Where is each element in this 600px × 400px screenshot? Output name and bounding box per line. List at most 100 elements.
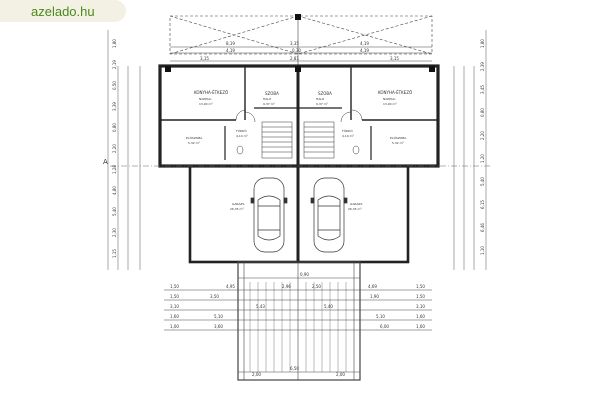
watermark-text: azelado.hu bbox=[31, 3, 95, 19]
dimension-text: 2,20 bbox=[112, 144, 117, 153]
dimension-text: 5,10 bbox=[376, 314, 385, 319]
stair-left bbox=[261, 121, 293, 159]
room-area: 4,10 m² bbox=[342, 134, 355, 138]
dimension-text: 4,80 bbox=[112, 186, 117, 195]
dimension-text: 2,00 bbox=[252, 372, 261, 377]
dimension-text: 4,19 bbox=[226, 48, 235, 53]
dimension-text: 4,19 bbox=[360, 41, 369, 46]
dimension-text: 1,50 bbox=[416, 294, 425, 299]
room-sub: NAPPALI bbox=[199, 97, 211, 101]
dimension-text: 6,15 bbox=[480, 200, 485, 209]
dimension-text: 5,40 bbox=[112, 207, 117, 216]
room-name: FÜRDŐ bbox=[342, 128, 353, 133]
bottom-dimension-lines bbox=[164, 289, 432, 373]
room-name: KONYHA-ÉTKEZŐ bbox=[194, 90, 228, 95]
dimension-text: 5,43 bbox=[256, 304, 265, 309]
dimension-text: 1,00 bbox=[170, 324, 179, 329]
dimension-text: 3,10 bbox=[416, 304, 425, 309]
dimension-text: 1,60 bbox=[170, 314, 179, 319]
column-marker bbox=[165, 66, 171, 72]
dimension-text: 0,80 bbox=[480, 108, 485, 117]
room-area: 5,32 m² bbox=[392, 141, 405, 145]
dimension-text: 4,69 bbox=[368, 284, 377, 289]
dimension-text: 4,95 bbox=[226, 284, 235, 289]
dimension-text: 8,19 bbox=[226, 41, 235, 46]
terrace-cross-line bbox=[169, 15, 299, 55]
room-name: ELŐSZOBA bbox=[390, 135, 407, 140]
dimension-text: 2,30 bbox=[112, 228, 117, 237]
dimension-text: 3,35 bbox=[290, 41, 299, 46]
dimension-text: 1,50 bbox=[416, 284, 425, 289]
terrace-cross-line bbox=[297, 15, 433, 55]
watermark-badge: azelado.hu bbox=[0, 0, 126, 22]
dimension-text: 2,81 bbox=[290, 56, 299, 61]
dimension-text: 3,60 bbox=[214, 324, 223, 329]
door-swing bbox=[340, 111, 352, 123]
dimension-text: 3,15 bbox=[200, 56, 209, 61]
dimension-text: 0,50 bbox=[112, 81, 117, 90]
room-area: 13,90 m² bbox=[383, 102, 397, 106]
room-name: SZOBA bbox=[318, 91, 332, 96]
toilet bbox=[352, 145, 360, 155]
dimension-text: 3,50 bbox=[210, 294, 219, 299]
room-area: 13,90 m² bbox=[199, 102, 213, 106]
dimension-text: 2,39 bbox=[480, 62, 485, 71]
dimension-text: 6,50 bbox=[290, 366, 299, 371]
dimension-text: 1,90 bbox=[370, 294, 379, 299]
dimension-text: 5,40 bbox=[324, 304, 333, 309]
room-sub: HÁLÓ bbox=[316, 96, 325, 101]
dimension-text: 1,60 bbox=[416, 314, 425, 319]
dimension-text: 3,10 bbox=[170, 304, 179, 309]
room-sub: HÁLÓ bbox=[263, 96, 272, 101]
room-sub: NAPPALI bbox=[383, 97, 395, 101]
room-area: 9,37 m² bbox=[316, 102, 329, 106]
dimension-text: 1,28 bbox=[112, 165, 117, 174]
door-swing bbox=[235, 109, 247, 121]
column-marker bbox=[295, 14, 301, 20]
room-name: ELŐSZOBA bbox=[186, 135, 203, 140]
dimension-text: 6,46 bbox=[480, 223, 485, 232]
dimension-text: 3,15 bbox=[390, 56, 399, 61]
dimension-text: 1,20 bbox=[480, 154, 485, 163]
dimension-text: 3,39 bbox=[112, 102, 117, 111]
dimension-text: 2,96 bbox=[282, 284, 291, 289]
dimension-text: 6,00 bbox=[380, 324, 389, 329]
room-name: GARÁZS bbox=[350, 201, 362, 206]
paving-hatch bbox=[249, 282, 347, 372]
dimension-text: 1,15 bbox=[112, 249, 117, 258]
dimension-text: 4,19 bbox=[360, 48, 369, 53]
room-area: 9,37 m² bbox=[263, 102, 276, 106]
dimension-text: 1,50 bbox=[170, 294, 179, 299]
dimension-text: 0,90 bbox=[300, 272, 309, 277]
stair-right bbox=[303, 121, 335, 159]
terrace-cross-line bbox=[297, 15, 433, 55]
dimension-text: 1,50 bbox=[170, 284, 179, 289]
room-name: SZOBA bbox=[265, 91, 279, 96]
column-marker bbox=[295, 66, 301, 72]
column-marker bbox=[429, 66, 435, 72]
dimension-text: 5,10 bbox=[214, 314, 223, 319]
door-swing bbox=[351, 109, 363, 121]
dimension-text: 1,60 bbox=[416, 324, 425, 329]
dimension-text: 2,00 bbox=[336, 372, 345, 377]
toilet bbox=[236, 145, 244, 155]
car-left bbox=[250, 177, 288, 253]
dimension-text: 2,50 bbox=[312, 284, 321, 289]
room-area: 26,35 m² bbox=[230, 207, 244, 211]
upper-terrace bbox=[169, 15, 433, 55]
dimension-text: 5,40 bbox=[480, 177, 485, 186]
room-name: FÜRDŐ bbox=[236, 128, 247, 133]
dimension-text: 3,45 bbox=[480, 85, 485, 94]
axis-label: A bbox=[103, 158, 108, 166]
dimension-text: 2,19 bbox=[112, 60, 117, 69]
room-name: KONYHA-ÉTKEZŐ bbox=[378, 90, 412, 95]
stair-treads bbox=[262, 126, 334, 153]
room-name: GARÁZS bbox=[232, 201, 244, 206]
dimension-text: 2,20 bbox=[480, 131, 485, 140]
door-swing bbox=[244, 111, 256, 123]
dimension-text: 0,30 bbox=[292, 48, 301, 53]
dimension-text: 1,80 bbox=[480, 39, 485, 48]
dimension-text: 1,80 bbox=[112, 39, 117, 48]
room-area: 26,35 m² bbox=[348, 207, 362, 211]
